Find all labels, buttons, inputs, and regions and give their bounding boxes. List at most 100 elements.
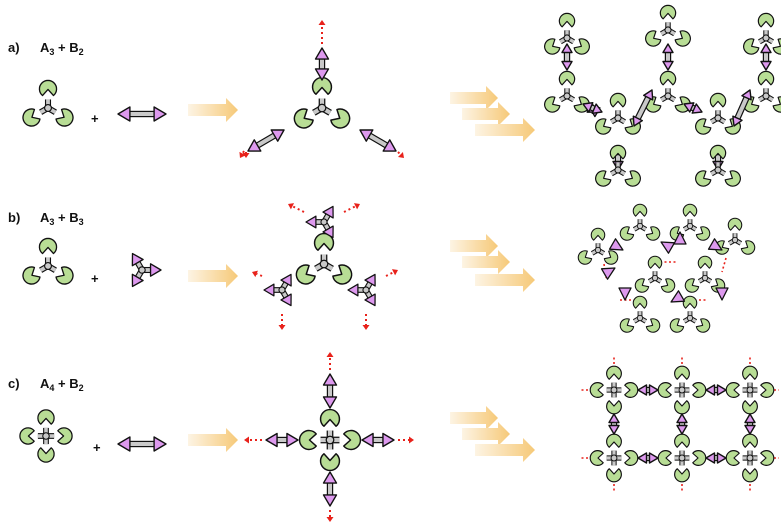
growth-arrow bbox=[362, 314, 370, 330]
pacman-icon bbox=[311, 76, 333, 95]
tripod-A3-icon bbox=[22, 237, 74, 285]
growth-arrow-top bbox=[318, 20, 326, 44]
pacman-icon bbox=[37, 447, 55, 463]
a3-node bbox=[293, 76, 351, 129]
network-a3-node bbox=[743, 12, 781, 55]
pacman-icon bbox=[590, 227, 606, 241]
network-b2 bbox=[582, 101, 603, 115]
pacman-icon bbox=[57, 427, 73, 445]
network-b2 bbox=[637, 452, 659, 464]
pacman-icon bbox=[660, 278, 676, 293]
network-a4-node bbox=[589, 433, 639, 483]
pacman-icon bbox=[606, 468, 622, 483]
molecular-units bbox=[19, 4, 781, 507]
pacman-icon bbox=[725, 450, 740, 466]
network-b3-tip bbox=[707, 238, 723, 251]
row-a-monomer-b: B bbox=[69, 40, 78, 55]
network-a4-node bbox=[725, 433, 775, 483]
pacman-icon bbox=[609, 144, 627, 160]
row-c-letter: c) bbox=[8, 376, 20, 391]
process-arrow-icon bbox=[475, 268, 535, 292]
network-b3-tip bbox=[673, 231, 687, 245]
pacman-icon bbox=[684, 278, 700, 293]
network-a4-node bbox=[657, 365, 707, 415]
pacman-icon bbox=[606, 433, 622, 448]
pacman-icon bbox=[674, 365, 690, 380]
pacman-icon bbox=[645, 30, 662, 47]
process-arrow-icon bbox=[450, 86, 498, 110]
network-b2 bbox=[705, 452, 727, 464]
growth-arrow-right bbox=[397, 151, 404, 158]
pacman-icon bbox=[293, 108, 314, 129]
network-b3-tip bbox=[600, 267, 616, 280]
growth-arrow bbox=[244, 436, 262, 444]
network-a3-node bbox=[619, 295, 661, 333]
row-b-monomer-b-sub: 3 bbox=[79, 217, 84, 227]
b2-attached-bottom bbox=[322, 471, 338, 507]
network-a3-node bbox=[544, 70, 590, 113]
network-a3-node bbox=[714, 217, 756, 255]
pacman-icon bbox=[674, 468, 690, 483]
network-b3-tip bbox=[618, 287, 632, 301]
svg-text:a): a) bbox=[8, 40, 20, 55]
network-b2 bbox=[608, 413, 620, 435]
pacman-icon bbox=[619, 318, 635, 333]
row-a-monomer-a-sub: 3 bbox=[49, 47, 54, 57]
pacman-icon bbox=[603, 250, 619, 265]
pacman-icon bbox=[595, 118, 612, 135]
row-a-monomer-b-sub: 2 bbox=[79, 47, 84, 57]
network-b2 bbox=[561, 43, 573, 71]
row-c-monomer-b: B bbox=[69, 376, 78, 391]
pacman-icon bbox=[674, 433, 690, 448]
process-arrow-icon bbox=[462, 250, 510, 274]
pacman-icon bbox=[343, 429, 362, 451]
pacman-icon bbox=[606, 400, 622, 415]
pacman-icon bbox=[624, 450, 639, 466]
pacman-icon bbox=[742, 365, 758, 380]
network-b2 bbox=[632, 89, 654, 127]
b2-attached-right bbox=[359, 129, 397, 152]
pacman-icon bbox=[669, 318, 685, 333]
four-arm-A4-icon bbox=[19, 409, 73, 463]
network-b2 bbox=[732, 89, 752, 127]
pacman-icon bbox=[609, 92, 627, 108]
network-a3-node bbox=[695, 144, 741, 187]
pacman-icon bbox=[659, 4, 677, 20]
row-a-monomer-a: A bbox=[40, 40, 50, 55]
network-b2 bbox=[760, 43, 772, 71]
row-c-plus-sign: + bbox=[93, 440, 101, 455]
pacman-icon bbox=[695, 170, 712, 187]
pacman-icon bbox=[682, 295, 698, 309]
pacman-icon bbox=[760, 450, 775, 466]
network-a3-node bbox=[634, 255, 676, 293]
growth-arrow bbox=[326, 352, 334, 370]
network-a3-node bbox=[619, 203, 661, 241]
pacman-icon bbox=[760, 382, 775, 398]
b3-attached-left bbox=[263, 273, 292, 307]
b2-attached-top bbox=[322, 373, 338, 409]
pacman-icon bbox=[757, 12, 775, 28]
network-a4-node bbox=[657, 433, 707, 483]
network-bond bbox=[721, 257, 727, 273]
row-c-plus: + bbox=[58, 376, 66, 391]
process-arrow-icon bbox=[450, 234, 498, 258]
pacman-icon bbox=[298, 429, 317, 451]
pacman-icon bbox=[632, 203, 648, 217]
pacman-icon bbox=[709, 144, 727, 160]
pacman-icon bbox=[695, 118, 712, 135]
pacman-icon bbox=[332, 264, 353, 285]
b2-attached-left bbox=[265, 432, 299, 448]
b3-attached-top bbox=[305, 205, 334, 239]
pacman-icon bbox=[37, 409, 55, 425]
pacman-icon bbox=[645, 226, 661, 241]
pacman-icon bbox=[319, 453, 341, 472]
network-b2 bbox=[662, 43, 674, 71]
pacman-icon bbox=[740, 240, 756, 255]
svg-text:A3 + B3: A3 + B3 bbox=[40, 210, 84, 227]
b2-attached-right bbox=[361, 432, 395, 448]
row-b-letter: b) bbox=[8, 210, 20, 225]
svg-text:b): b) bbox=[8, 210, 20, 225]
pacman-icon bbox=[757, 70, 775, 86]
process-arrow-icon bbox=[462, 102, 510, 126]
